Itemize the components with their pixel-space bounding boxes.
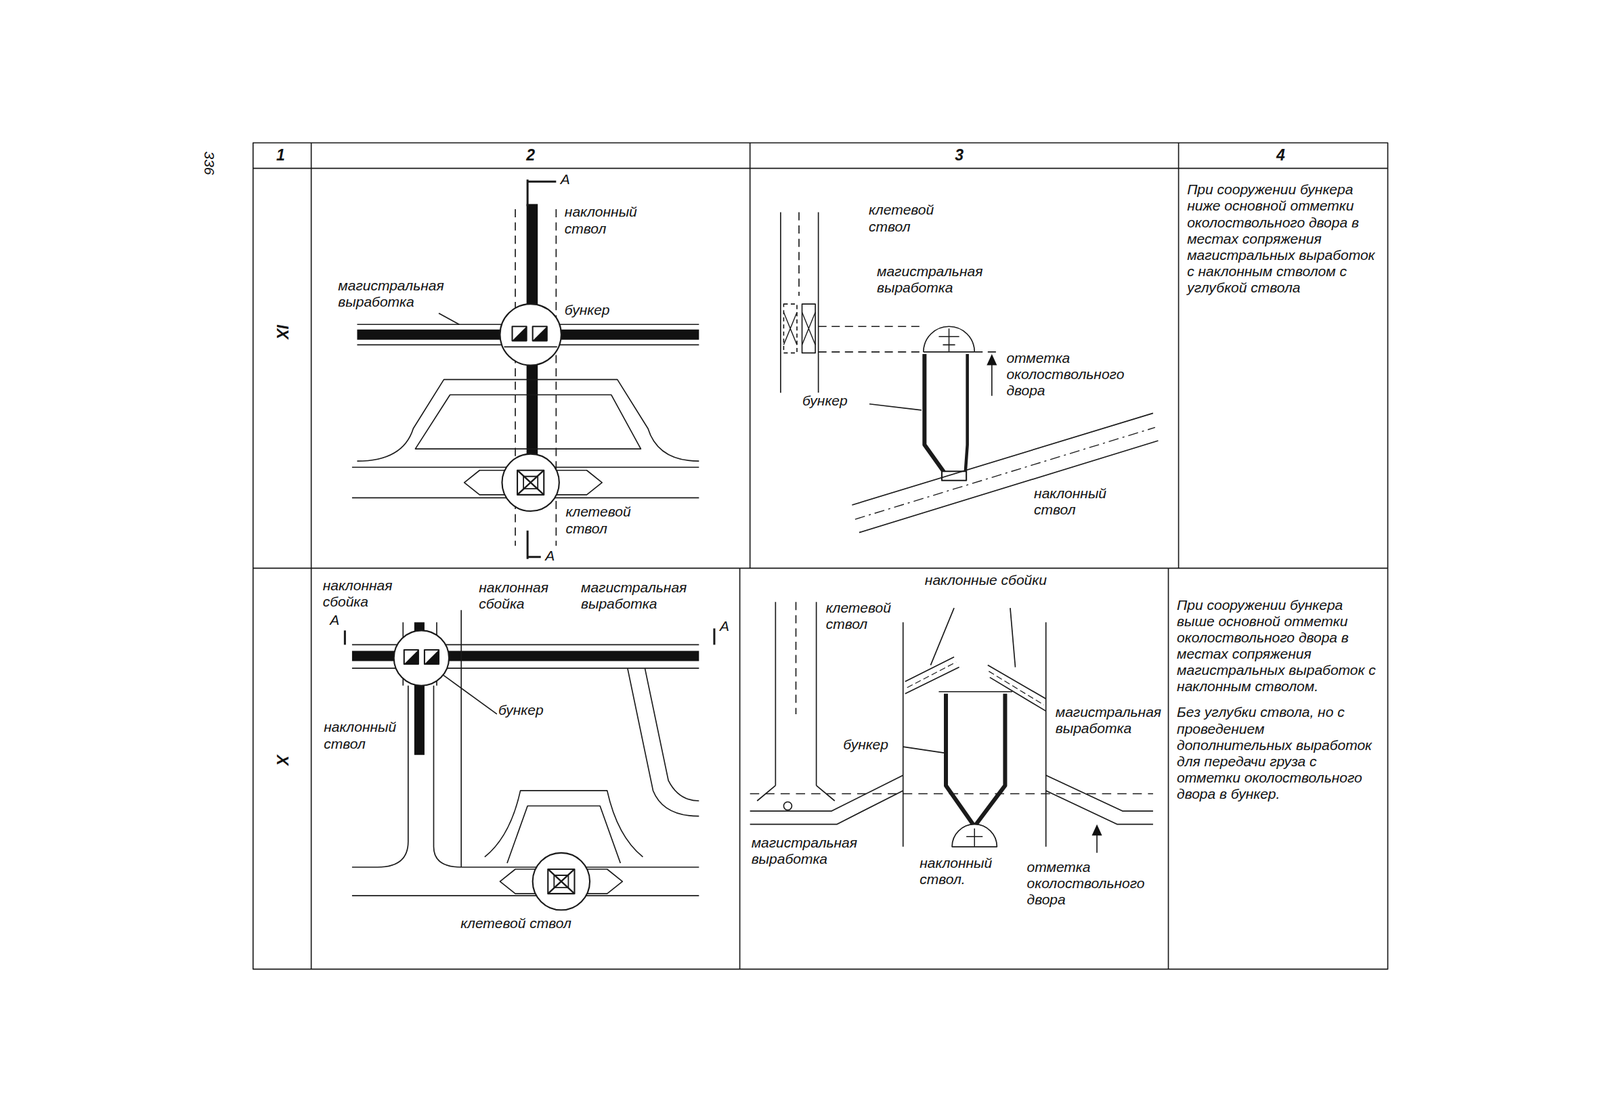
- drawing-label: А: [328, 612, 341, 629]
- table-note: При сооружении бункера выше основной отм…: [1175, 597, 1380, 696]
- drawing-label: бункер: [801, 392, 850, 409]
- drawing-label: наклонная сбойка: [477, 579, 575, 613]
- table-note: При сооружении бункера ниже основной отм…: [1185, 181, 1380, 296]
- drawing-label: бункер: [563, 301, 612, 319]
- drawing-label: магистральная выработка: [750, 834, 863, 868]
- drawing-label: А: [543, 547, 556, 565]
- drawing-label: наклонный ствол: [1032, 485, 1135, 518]
- drawing-label: бункер: [496, 702, 546, 719]
- table-note: Без углубки ствола, но с проведением доп…: [1175, 704, 1380, 803]
- page-number: 336: [201, 150, 218, 177]
- table-heading: 2: [524, 146, 537, 164]
- drawing-label: А: [559, 171, 572, 188]
- drawing-label: наклонный ствол.: [918, 855, 1011, 888]
- drawing-label: наклонный ствол: [322, 719, 403, 752]
- drawing-label: наклонный ствол: [563, 203, 666, 237]
- drawing-label: отметка околоствольного двора: [1025, 859, 1167, 908]
- drawing-label: отметка околоствольного двора: [1004, 350, 1138, 399]
- section-upper: [780, 211, 1159, 533]
- drawing-label: клетевой ствол: [564, 503, 667, 537]
- table-note: клетевой ствол: [459, 915, 573, 932]
- drawing-label: магистральная выработка: [875, 263, 1049, 296]
- table-heading: 4: [1274, 146, 1287, 164]
- plan-lower: [344, 610, 715, 911]
- drawing-label: магистральная выработка: [1054, 704, 1165, 737]
- drawing-label: клетевой ствол: [867, 201, 970, 235]
- drawing-label: магистральная выработка: [579, 579, 707, 613]
- drawing-label: магистральная выработка: [336, 277, 490, 311]
- plan-upper: [352, 179, 699, 560]
- table-heading: X: [273, 753, 292, 767]
- table-heading: 1: [274, 146, 287, 164]
- drawing-label: клетевой ствол: [824, 599, 902, 633]
- drawing-label: бункер: [841, 736, 890, 753]
- drawing-label: наклонные сбойки: [923, 572, 1049, 589]
- table-heading: 3: [953, 146, 965, 164]
- table-heading: IX: [273, 322, 292, 341]
- drawing-label: А: [718, 618, 731, 635]
- table-grid: [253, 142, 1389, 970]
- drawing-label: наклонная сбойка: [321, 577, 435, 611]
